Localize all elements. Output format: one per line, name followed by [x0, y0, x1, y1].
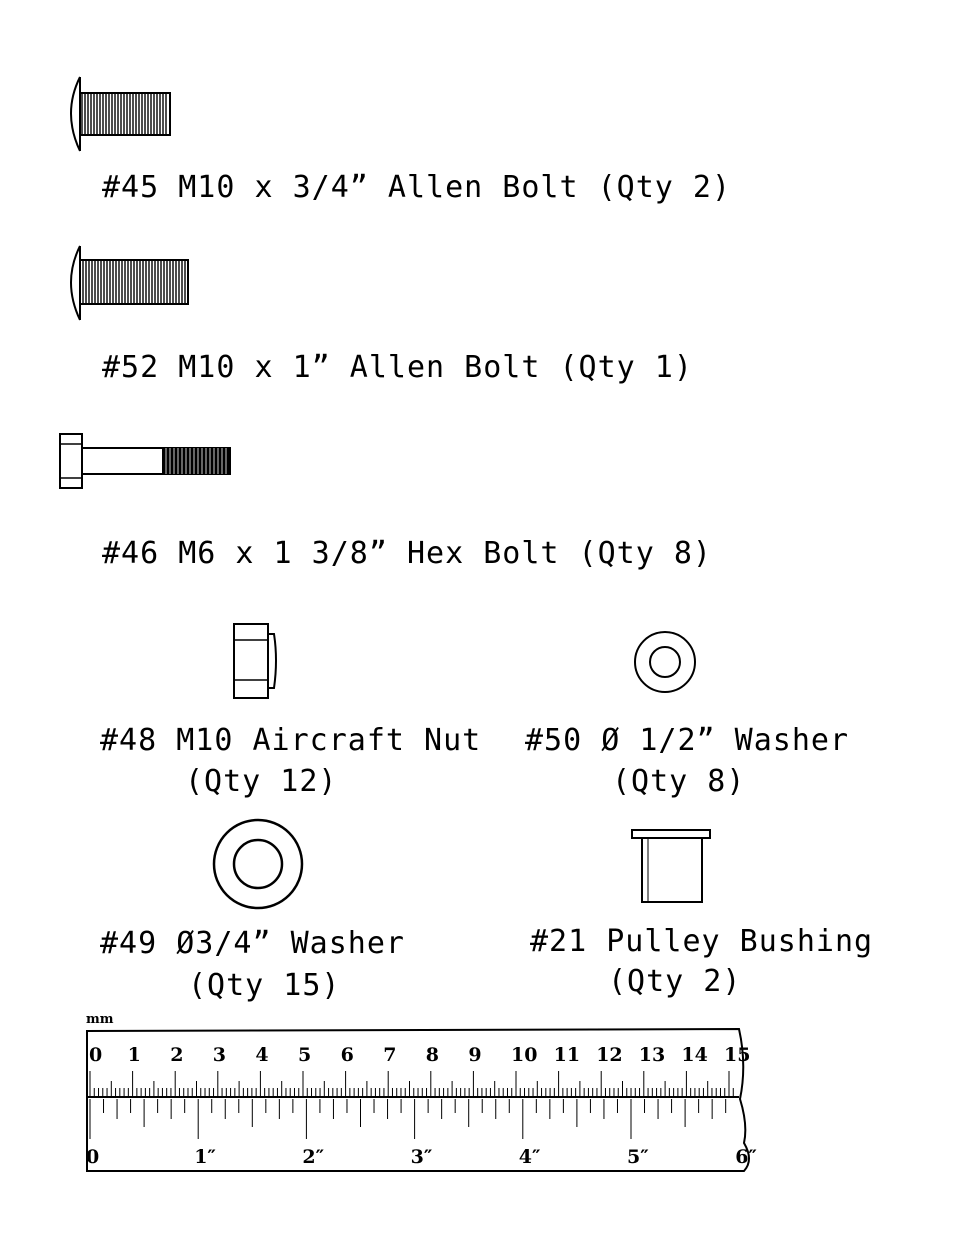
ruler-unit-label: mm [86, 1012, 114, 1027]
cm-tick-label: 14 [681, 1044, 707, 1066]
part-48-label: #48 M10 Aircraft Nut [100, 723, 482, 758]
cm-tick-label: 11 [554, 1044, 580, 1066]
part-21-qty: (Qty 2) [608, 964, 742, 999]
cm-tick-label: 5 [298, 1044, 311, 1066]
allen-bolt-long-icon [70, 245, 189, 321]
part-46-label: #46 M6 x 1 3/8ˮ Hex Bolt (Qty 8) [102, 536, 712, 571]
ruler-outline [86, 1027, 750, 1172]
part-49-qty: (Qty 15) [188, 968, 341, 1003]
cm-tick-label: 4 [255, 1044, 268, 1066]
part-49-label: #49 Ø3/4ˮ Washer [100, 926, 405, 961]
inch-tick-label: 1″ [194, 1146, 216, 1168]
allen-bolt-short-icon [70, 76, 171, 152]
inch-tick-label: 0 [86, 1146, 99, 1168]
part-48-qty: (Qty 12) [185, 764, 338, 799]
washer-large-icon [212, 818, 304, 910]
washer-small-icon [634, 631, 696, 693]
part-50-qty: (Qty 8) [612, 764, 746, 799]
cm-tick-label: 12 [596, 1044, 622, 1066]
hex-bolt-icon [59, 433, 231, 489]
inch-tick-label: 5″ [627, 1146, 649, 1168]
cm-tick-label: 15 [724, 1044, 750, 1066]
part-52-label: #52 M10 x 1ˮ Allen Bolt (Qty 1) [102, 350, 693, 385]
inch-tick-label: 4″ [519, 1146, 541, 1168]
inch-tick-label: 6″ [735, 1146, 757, 1168]
cm-tick-label: 10 [511, 1044, 537, 1066]
cm-tick-label: 1 [128, 1044, 141, 1066]
aircraft-nut-icon [233, 623, 277, 699]
cm-tick-label: 8 [426, 1044, 439, 1066]
inch-tick-label: 3″ [411, 1146, 433, 1168]
pulley-bushing-icon [631, 829, 711, 903]
inch-tick-label: 2″ [302, 1146, 324, 1168]
cm-tick-label: 3 [213, 1044, 226, 1066]
part-21-label: #21 Pulley Bushing [530, 924, 874, 959]
part-50-label: #50 Ø 1/2ˮ Washer [525, 723, 850, 758]
cm-tick-label: 13 [639, 1044, 665, 1066]
cm-tick-label: 2 [170, 1044, 183, 1066]
part-45-label: #45 M10 x 3/4ˮ Allen Bolt (Qty 2) [102, 170, 732, 205]
cm-tick-label: 6 [341, 1044, 354, 1066]
cm-tick-label: 7 [383, 1044, 396, 1066]
cm-tick-label: 0 [89, 1044, 102, 1066]
cm-tick-label: 9 [468, 1044, 481, 1066]
